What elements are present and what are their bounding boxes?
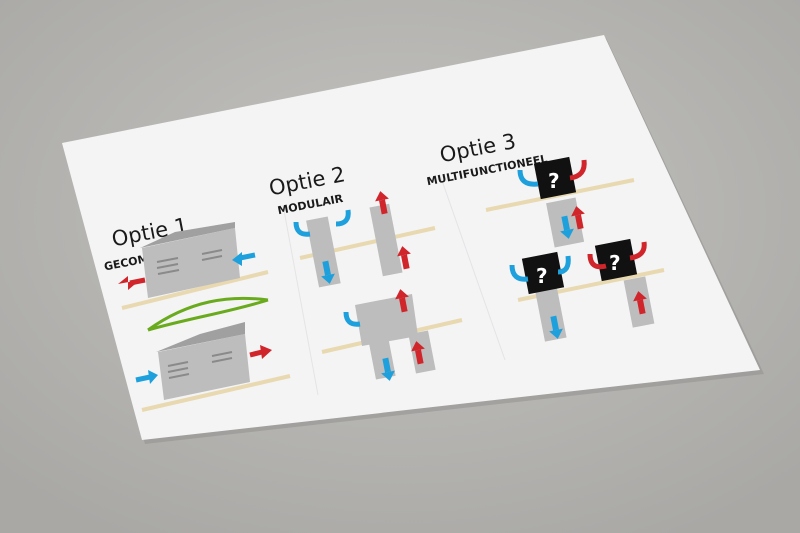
unknown-unit-icon — [594, 238, 638, 282]
supply-arrow-icon — [239, 252, 256, 261]
exhaust-arrow-icon — [118, 276, 140, 290]
svg-text:?: ? — [536, 264, 548, 288]
unknown-unit-icon — [521, 251, 565, 295]
svg-text:?: ? — [548, 169, 560, 193]
combined-unit-icon — [158, 334, 250, 400]
divider — [439, 174, 506, 361]
option-2-diagram — [293, 189, 463, 383]
unknown-unit-icon — [533, 156, 577, 200]
heat-recovery-icon — [147, 296, 269, 332]
divider — [282, 204, 319, 396]
option-3-diagram: ? ? ? — [485, 156, 665, 342]
option-1-diagram — [118, 222, 291, 412]
combined-unit-icon — [142, 228, 240, 298]
svg-text:?: ? — [609, 251, 621, 275]
